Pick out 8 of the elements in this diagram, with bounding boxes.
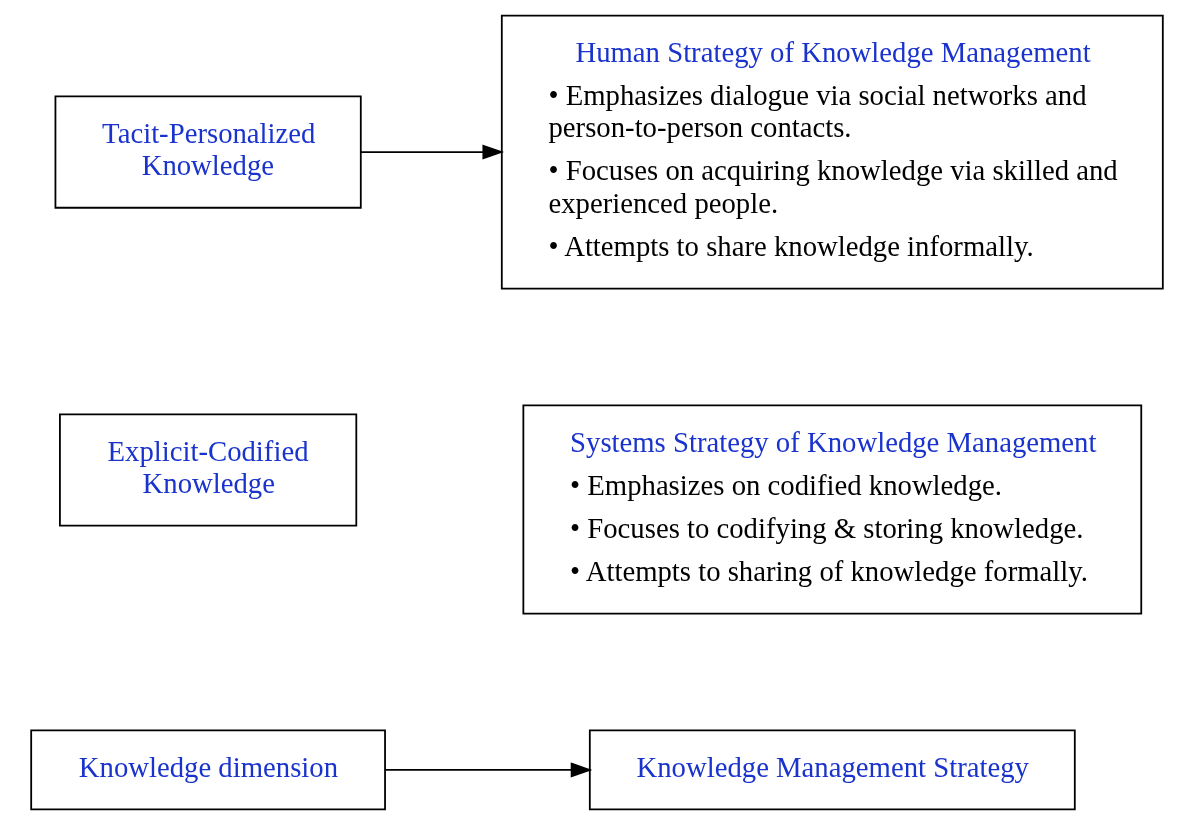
arrow (384, 762, 593, 778)
node-box: Systems Strategy of Knowledge Management • Emphasizes on codified knowledge. • Focuses to codifying & storing knowledge. • Attempts to sharing of knowledge formally. (522, 404, 1143, 615)
node-box: Knowledge Management Strategy (588, 729, 1076, 811)
node-box: Explicit-Codified Knowledge (59, 413, 358, 527)
node-box: Tacit-Personalized Knowledge (54, 95, 362, 209)
arrow (360, 144, 505, 160)
node-box: Human Strategy of Knowledge Management • Emphasizes dialogue via social networks and person-to-person contacts. • Focuses on acquiring knowledge via skilled and experienced people. • Attempts to share knowledge informally. (500, 14, 1164, 290)
node-box: Knowledge dimension (30, 729, 386, 811)
